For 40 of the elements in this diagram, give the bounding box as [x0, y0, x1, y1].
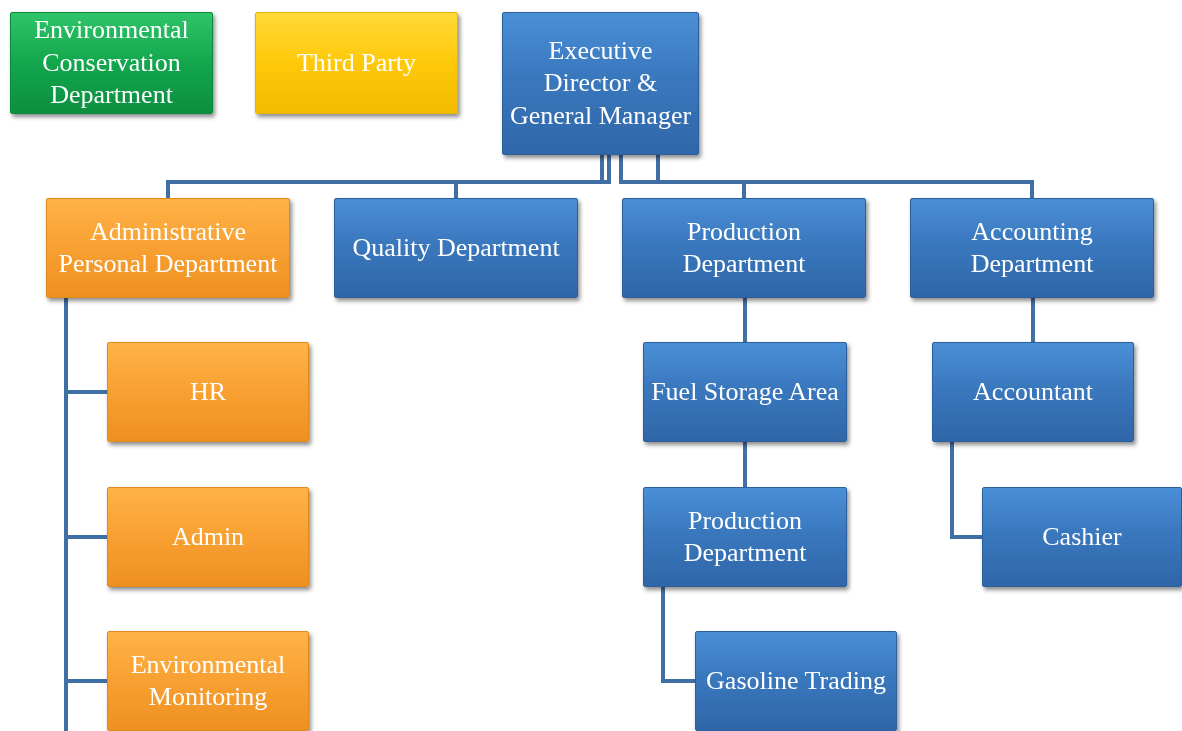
connector-line [656, 155, 1034, 198]
org-box [46, 198, 290, 298]
org-box [107, 631, 309, 731]
box-label: Quality Department [351, 231, 561, 264]
org-box [255, 12, 458, 114]
org-box [502, 12, 699, 155]
box-label: Accounting Department [969, 215, 1095, 280]
org-box [932, 342, 1134, 442]
box-label: Production Department [682, 504, 808, 569]
box-label: Environmental Monitoring [129, 648, 287, 713]
org-box [107, 487, 309, 587]
box-label: Cashier [1041, 520, 1123, 553]
connector-line [166, 155, 604, 198]
connector-line [619, 155, 746, 198]
org-box [982, 487, 1182, 587]
connector-line [454, 155, 611, 198]
box-label: Fuel Storage Area [650, 375, 840, 408]
box-label: HR [188, 375, 228, 408]
connector-line [64, 298, 107, 683]
org-box [695, 631, 897, 731]
connector-line [743, 442, 747, 487]
org-box [910, 198, 1154, 298]
box-label: Executive Director & General Manager [508, 34, 693, 132]
org-box [10, 12, 213, 114]
org-box [643, 342, 847, 442]
box-label: Environmental Conservation Department [33, 14, 190, 112]
org-box [622, 198, 866, 298]
box-label: Admin [170, 520, 246, 553]
box-label: Production Department [681, 215, 807, 280]
connector-line [661, 587, 695, 683]
box-label: Accountant [972, 375, 1094, 408]
box-label: Administrative Personal Department [57, 215, 279, 280]
connector-line [950, 442, 982, 539]
box-label: Gasoline Trading [705, 664, 887, 697]
org-box [107, 342, 309, 442]
connector-line [1031, 298, 1035, 342]
connector-line [743, 298, 747, 342]
org-box [643, 487, 847, 587]
org-box [334, 198, 578, 298]
box-label: Third Party [295, 46, 418, 79]
